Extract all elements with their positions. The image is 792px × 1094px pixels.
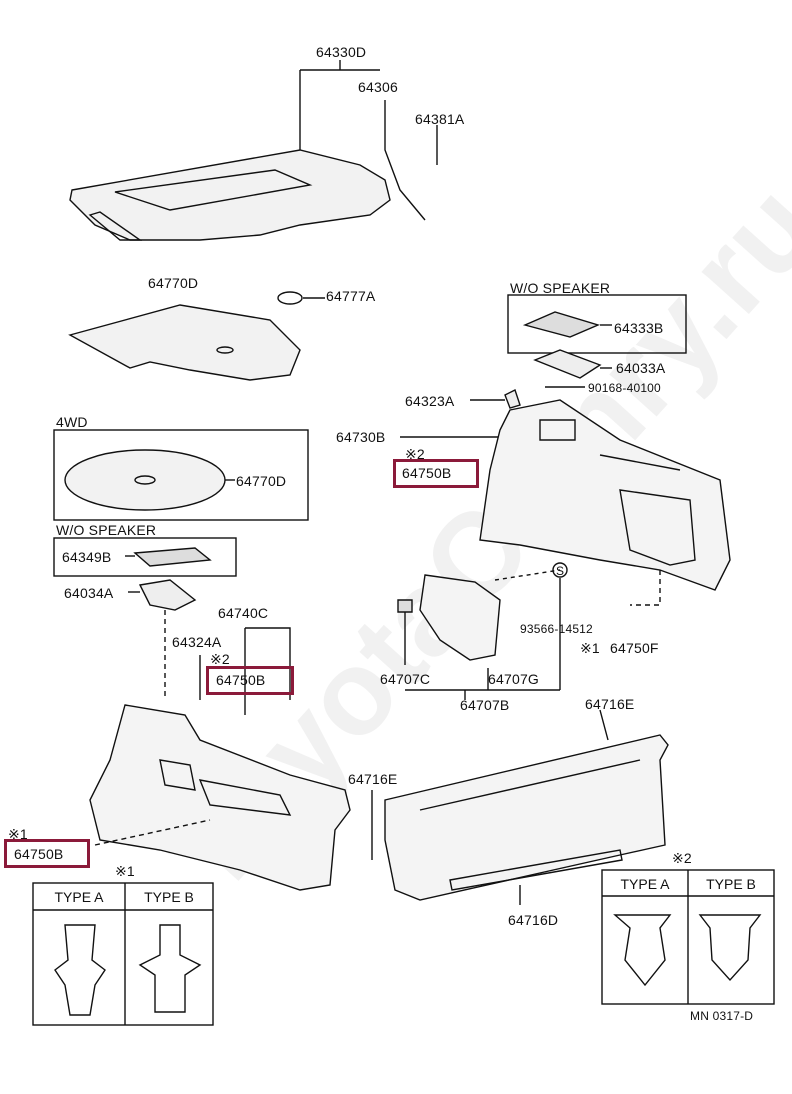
table2-type-a: TYPE A	[620, 876, 670, 892]
floor-board-drawing	[68, 304, 301, 381]
mark-2-a: ※2	[405, 446, 425, 462]
part-64034A: 64034A	[64, 585, 114, 601]
table1-mark: ※1	[115, 863, 135, 879]
table1-type-a: TYPE A	[54, 889, 104, 905]
part-64333B: 64333B	[614, 320, 664, 336]
part-64323A: 64323A	[405, 393, 455, 409]
quarter-trim-left-drawing	[89, 704, 351, 891]
part-93566-14512: 93566-14512	[520, 622, 593, 636]
part-64707B: 64707B	[460, 697, 510, 713]
package-tray-drawing	[69, 149, 391, 241]
mark-1-c: ※1	[8, 826, 28, 842]
part-64750B-c: 64750B	[14, 846, 64, 862]
part-64740C: 64740C	[218, 605, 269, 621]
part-64770D-top: 64770D	[148, 275, 199, 291]
quarter-trim-right-drawing	[479, 399, 731, 591]
part-64750B-b: 64750B	[216, 672, 266, 688]
part-64381A: 64381A	[415, 111, 465, 127]
part-64716E-b: 64716E	[348, 771, 398, 787]
part-64707C: 64707C	[380, 671, 431, 687]
part-64306: 64306	[358, 79, 398, 95]
part-64730B: 64730B	[336, 429, 386, 445]
highlight-64750B-b	[206, 666, 294, 695]
part-64707G: 64707G	[488, 671, 540, 687]
table2-type-b: TYPE B	[706, 876, 756, 892]
spare-cover-drawing	[64, 449, 226, 511]
part-64777A: 64777A	[326, 288, 376, 304]
wo-speaker-right-heading: W/O SPEAKER	[510, 280, 611, 296]
part-64750B-a: 64750B	[402, 465, 452, 481]
table1-type-b: TYPE B	[144, 889, 194, 905]
part-64716D: 64716D	[508, 912, 559, 928]
wo-speaker-left-heading: W/O SPEAKER	[56, 522, 157, 538]
speaker-cover-drawing	[419, 574, 501, 661]
part-64716E-a: 64716E	[585, 696, 635, 712]
part-64324A: 64324A	[172, 634, 222, 650]
part-64349B: 64349B	[62, 549, 112, 565]
back-panel-trim-drawing	[384, 734, 669, 901]
part-64750F: 64750F	[610, 640, 659, 656]
table2-mark: ※2	[672, 850, 692, 866]
diagram-code: MN 0317-D	[690, 1009, 754, 1023]
part-64033A: 64033A	[616, 360, 666, 376]
part-64330D: 64330D	[316, 44, 367, 60]
part-64770D-mid: 64770D	[236, 473, 287, 489]
mark-1-f: ※1	[580, 640, 600, 656]
mark-2-b: ※2	[210, 651, 230, 667]
highlight-64750B-a	[393, 459, 479, 488]
s-marker: S	[556, 564, 565, 578]
part-90168-40100: 90168-40100	[588, 381, 661, 395]
4wd-heading: 4WD	[56, 414, 88, 430]
highlight-64750B-c	[4, 839, 90, 868]
